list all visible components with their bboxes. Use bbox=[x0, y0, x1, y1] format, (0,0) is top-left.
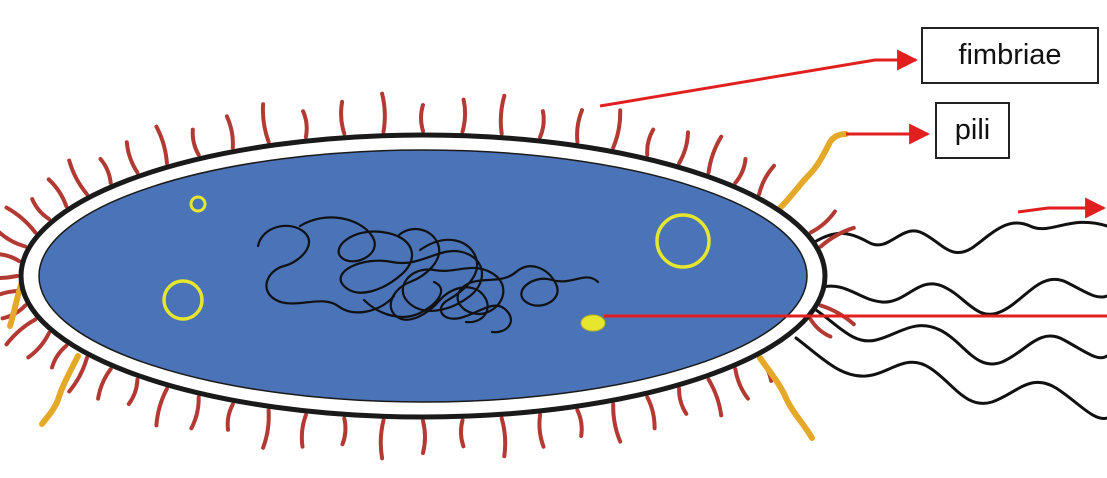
fimbria bbox=[28, 333, 49, 357]
fimbria bbox=[127, 142, 138, 172]
fimbria bbox=[679, 389, 686, 414]
fimbria bbox=[193, 130, 199, 155]
fimbria bbox=[735, 369, 748, 399]
fimbria bbox=[0, 276, 17, 278]
granule-filled bbox=[581, 315, 605, 331]
fimbria bbox=[263, 104, 269, 142]
fimbria bbox=[382, 94, 385, 132]
fimbria bbox=[341, 102, 344, 134]
fimbriae-label: fimbriae bbox=[921, 27, 1099, 84]
fimbria bbox=[343, 418, 346, 444]
fimbria bbox=[98, 369, 111, 399]
pilus-right bbox=[760, 358, 812, 438]
flagellum-4 bbox=[796, 338, 1107, 419]
fimbria bbox=[49, 179, 67, 206]
fimbria bbox=[32, 199, 49, 219]
fimbria bbox=[0, 231, 25, 247]
fimbria bbox=[502, 418, 506, 456]
flagellum-2 bbox=[818, 279, 1107, 314]
fimbria bbox=[52, 346, 66, 368]
fimbria bbox=[735, 159, 745, 183]
fimbria bbox=[263, 410, 269, 448]
fimbria bbox=[156, 127, 167, 164]
fimbria bbox=[7, 208, 36, 233]
pili-label: pili bbox=[935, 102, 1010, 159]
fimbria bbox=[539, 415, 543, 447]
fimbria bbox=[613, 110, 620, 147]
fimbria bbox=[303, 111, 307, 137]
fimbria bbox=[501, 96, 505, 134]
flagella bbox=[796, 222, 1107, 418]
fimbria bbox=[679, 132, 688, 163]
fimbria bbox=[540, 111, 544, 137]
flagella-pointer bbox=[1018, 208, 1104, 212]
fimbriae-pointer bbox=[600, 60, 916, 106]
fimbria bbox=[577, 410, 581, 436]
fimbria bbox=[647, 397, 654, 428]
fimbria bbox=[709, 137, 722, 173]
fimbria bbox=[302, 415, 306, 447]
fimbria bbox=[228, 404, 233, 430]
fimbria bbox=[647, 130, 653, 155]
fimbria bbox=[421, 105, 423, 131]
fimbria bbox=[613, 404, 620, 441]
fimbria bbox=[709, 380, 722, 416]
fimbria bbox=[811, 212, 835, 233]
fimbria bbox=[381, 420, 384, 458]
fimbria bbox=[423, 421, 425, 453]
fimbria bbox=[0, 254, 19, 261]
fimbria bbox=[759, 166, 774, 194]
fimbria bbox=[461, 420, 463, 446]
fimbria bbox=[69, 161, 87, 195]
fimbria bbox=[463, 100, 466, 132]
fimbria bbox=[577, 110, 582, 142]
fimbria bbox=[129, 380, 138, 405]
fimbria bbox=[227, 116, 233, 147]
fimbria bbox=[156, 389, 167, 426]
fimbria bbox=[191, 397, 198, 428]
pilus-top bbox=[780, 134, 846, 208]
fimbria bbox=[811, 320, 831, 337]
fimbria bbox=[101, 159, 111, 183]
